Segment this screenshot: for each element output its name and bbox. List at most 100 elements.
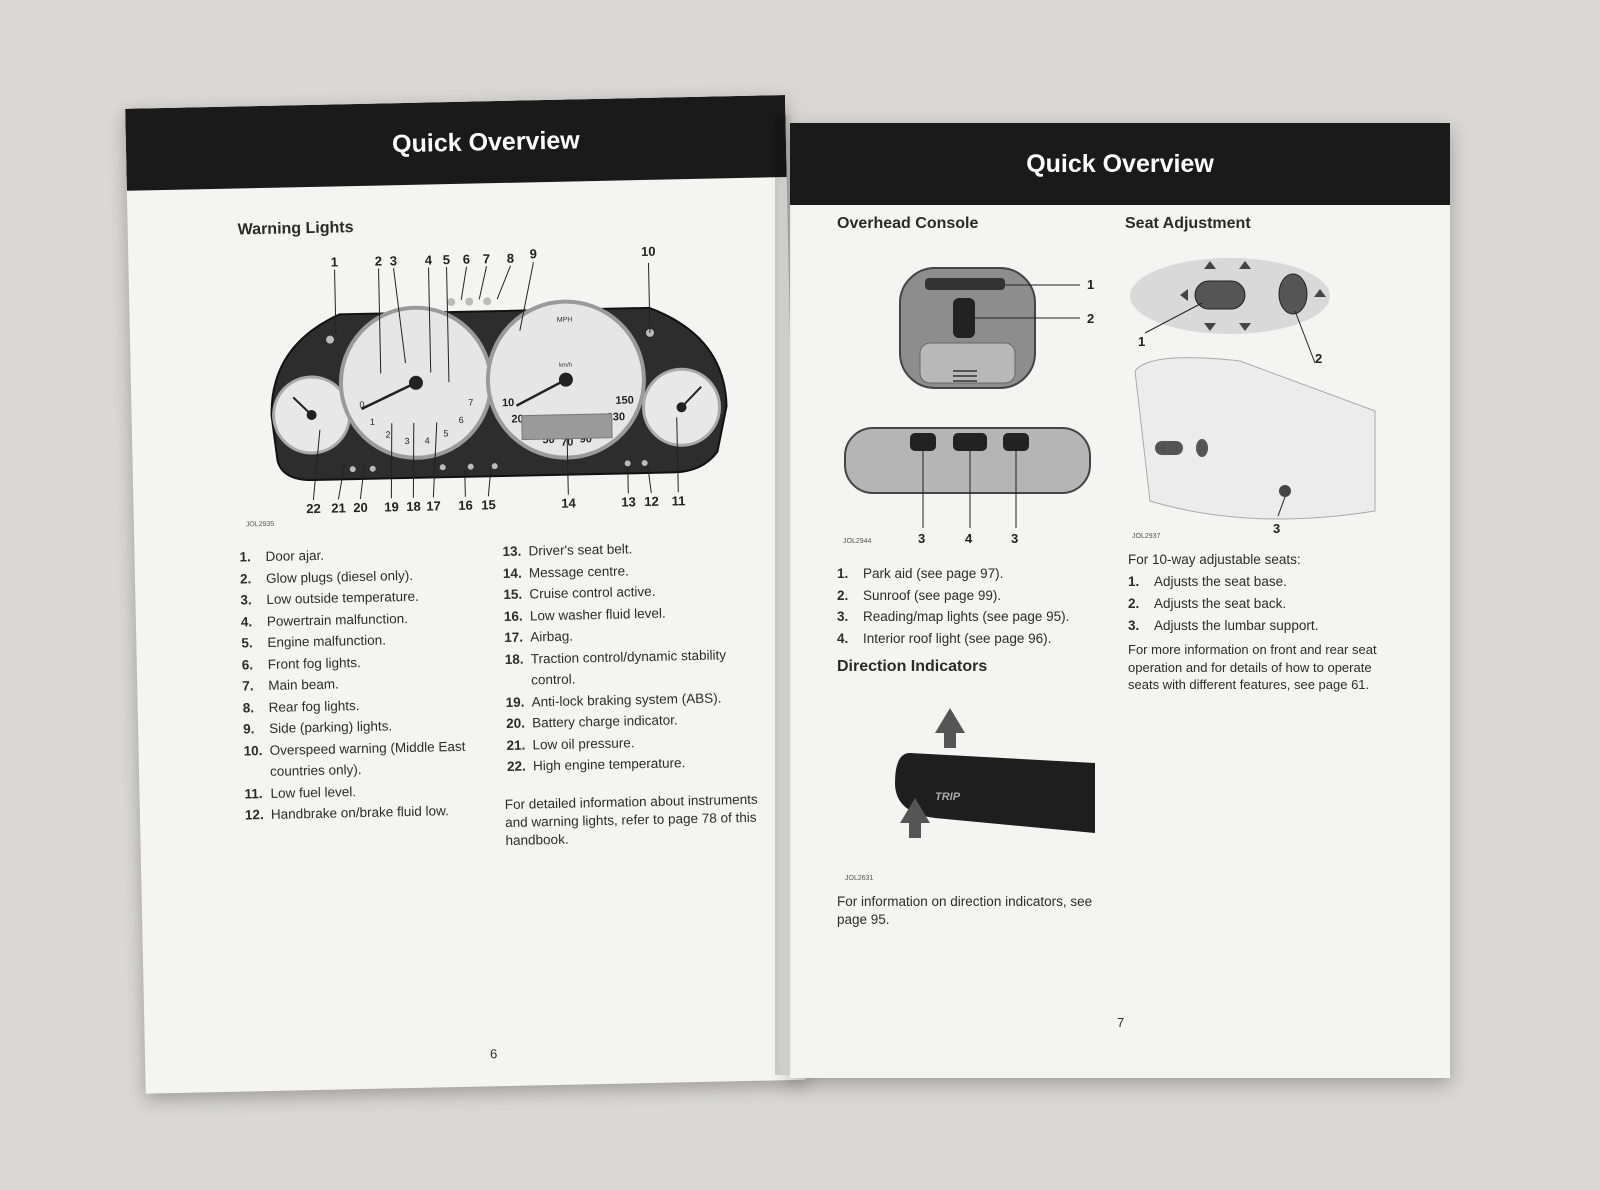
down-arrow-icon	[900, 798, 930, 838]
seat-back-switch	[1278, 273, 1308, 315]
list-item-text: Airbag.	[530, 628, 574, 645]
warning-lights-list-1: 1.Door ajar.2.Glow plugs (diesel only).3…	[239, 542, 480, 826]
speed-tick-label: 10	[502, 397, 514, 409]
list-item-text: Adjusts the seat base.	[1154, 574, 1287, 589]
seat-controls-figure: 1 2 3	[1130, 258, 1376, 536]
list-item: 2. Adjusts the seat back.	[1128, 593, 1398, 615]
list-item-number: 5.	[241, 635, 253, 651]
list-item: 22.High engine temperature.	[507, 751, 767, 778]
cluster-callout: 12	[644, 494, 659, 509]
rpm-tick-label: 7	[468, 397, 473, 407]
info-text: For detailed information about instrumen…	[504, 791, 758, 849]
list-item-number: 3.	[240, 592, 252, 608]
interior-light-button	[953, 433, 987, 451]
list-item: 3.Reading/map lights (see page 95).	[837, 606, 1097, 628]
list-item-text: High engine temperature.	[532, 755, 686, 774]
list-item-number: 15.	[503, 586, 523, 603]
list-item-number: 4.	[240, 613, 253, 630]
seat-adjustment-title: Seat Adjustment	[1125, 215, 1251, 232]
rpm-tick-label: 1	[370, 417, 375, 427]
list-item-number: 6.	[241, 656, 254, 672]
list-item-text: Adjusts the seat back.	[1154, 596, 1287, 611]
list-item-text: Low oil pressure.	[532, 734, 635, 752]
warning-lamps	[326, 297, 654, 473]
cluster-callout: 10	[641, 244, 656, 259]
list-item-number: 19.	[505, 694, 525, 710]
list-item-text: Driver's seat belt.	[528, 541, 633, 559]
list-item-text: Anti-lock braking system (ABS).	[531, 689, 722, 709]
list-item-number: 1.	[1128, 574, 1140, 589]
speed-tick-label: 150	[615, 394, 634, 406]
cluster-callout: 6	[463, 252, 471, 267]
list-item-text: Overspeed warning (Middle East countries…	[269, 738, 466, 779]
cluster-callout: 2	[375, 253, 383, 268]
list-item-number: 7.	[242, 678, 254, 694]
list-item: 3.Adjusts the lumbar support.	[1128, 615, 1398, 637]
list-item-number: 17.	[504, 629, 524, 645]
list-item-text: Glow plugs (diesel only).	[265, 567, 414, 586]
rpm-needle	[360, 381, 417, 411]
cluster-callout: 18	[406, 499, 421, 514]
list-item-number: 9.	[243, 721, 255, 737]
overhead-callout-1: 1	[1087, 277, 1094, 292]
message-centre-display	[521, 413, 613, 441]
mph-label: MPH	[557, 317, 573, 324]
direction-indicators-title: Direction Indicators	[837, 658, 988, 675]
list-item: 18.Traction control/dynamic stability co…	[505, 643, 766, 691]
list-item-number: 1.	[239, 549, 251, 565]
page-number-6: 6	[489, 1046, 498, 1062]
figure-code-jol2944: JOL2944	[843, 538, 872, 545]
list-item-number: 13.	[502, 543, 522, 560]
overhead-callout-3b: 3	[1011, 531, 1018, 546]
indicator-stalk-figure: TRIP	[895, 708, 1095, 838]
list-item-number: 21.	[506, 737, 526, 753]
park-aid-switch	[925, 278, 1005, 290]
list-item-number: 14.	[502, 565, 522, 581]
kmh-label: km/h	[559, 363, 572, 369]
list-item-text: Low fuel level.	[270, 783, 357, 801]
list-item-number: 2.	[1128, 596, 1140, 611]
cluster-callout: 5	[443, 252, 451, 267]
list-item-text: Powertrain malfunction.	[266, 610, 409, 629]
cluster-callout: 13	[621, 494, 636, 509]
overhead-callout-3a: 3	[918, 531, 925, 546]
figure-code-jol2631: JOL2631	[845, 875, 874, 882]
list-item: 12.Handbrake on/brake fluid low.	[245, 800, 480, 826]
rpm-tick-label: 2	[385, 430, 390, 440]
seat-intro: For 10-way adjustable seats:	[1128, 552, 1301, 567]
right-header-title: Quick Overview	[1026, 149, 1214, 178]
seat-more-info: For more information on front and rear s…	[1128, 642, 1377, 692]
overhead-callout-2: 2	[1087, 311, 1094, 326]
warning-lights-list-2: 13.Driver's seat belt.14.Message centre.…	[502, 536, 767, 778]
list-item-text: Traction control/dynamic stability contr…	[530, 646, 727, 688]
cluster-callout: 15	[481, 497, 496, 512]
list-item-text: Park aid (see page 97).	[863, 566, 1004, 581]
list-item: 2.Sunroof (see page 99).	[837, 585, 1097, 607]
list-item: 4.Interior roof light (see page 96).	[837, 628, 1097, 650]
right-reading-light-button	[1003, 433, 1029, 451]
left-page-header: Quick Overview	[125, 95, 787, 191]
lumbar-switch	[1279, 485, 1291, 497]
rpm-tick-label: 3	[404, 436, 409, 446]
cluster-callout: 3	[390, 253, 398, 268]
cluster-callout: 8	[507, 251, 515, 266]
list-item-number: 2.	[837, 587, 849, 603]
rpm-tick-label: 0	[359, 400, 364, 410]
seat-callout-3: 3	[1273, 521, 1280, 536]
seat-base-switch	[1194, 280, 1246, 310]
list-item-text: Low washer fluid level.	[529, 605, 666, 623]
right-page-header: Quick Overview	[790, 123, 1450, 205]
left-reading-light-button	[910, 433, 936, 451]
cluster-callout: 16	[458, 498, 473, 513]
list-item-text: Interior roof light (see page 96).	[863, 630, 1052, 646]
cluster-callout: 20	[353, 500, 368, 515]
cluster-callout: 22	[306, 501, 321, 516]
list-item-text: Handbrake on/brake fluid low.	[270, 803, 449, 822]
list-item-text: Engine malfunction.	[267, 632, 387, 650]
left-header-title: Quick Overview	[391, 125, 580, 158]
list-item-text: Front fog lights.	[267, 654, 361, 672]
